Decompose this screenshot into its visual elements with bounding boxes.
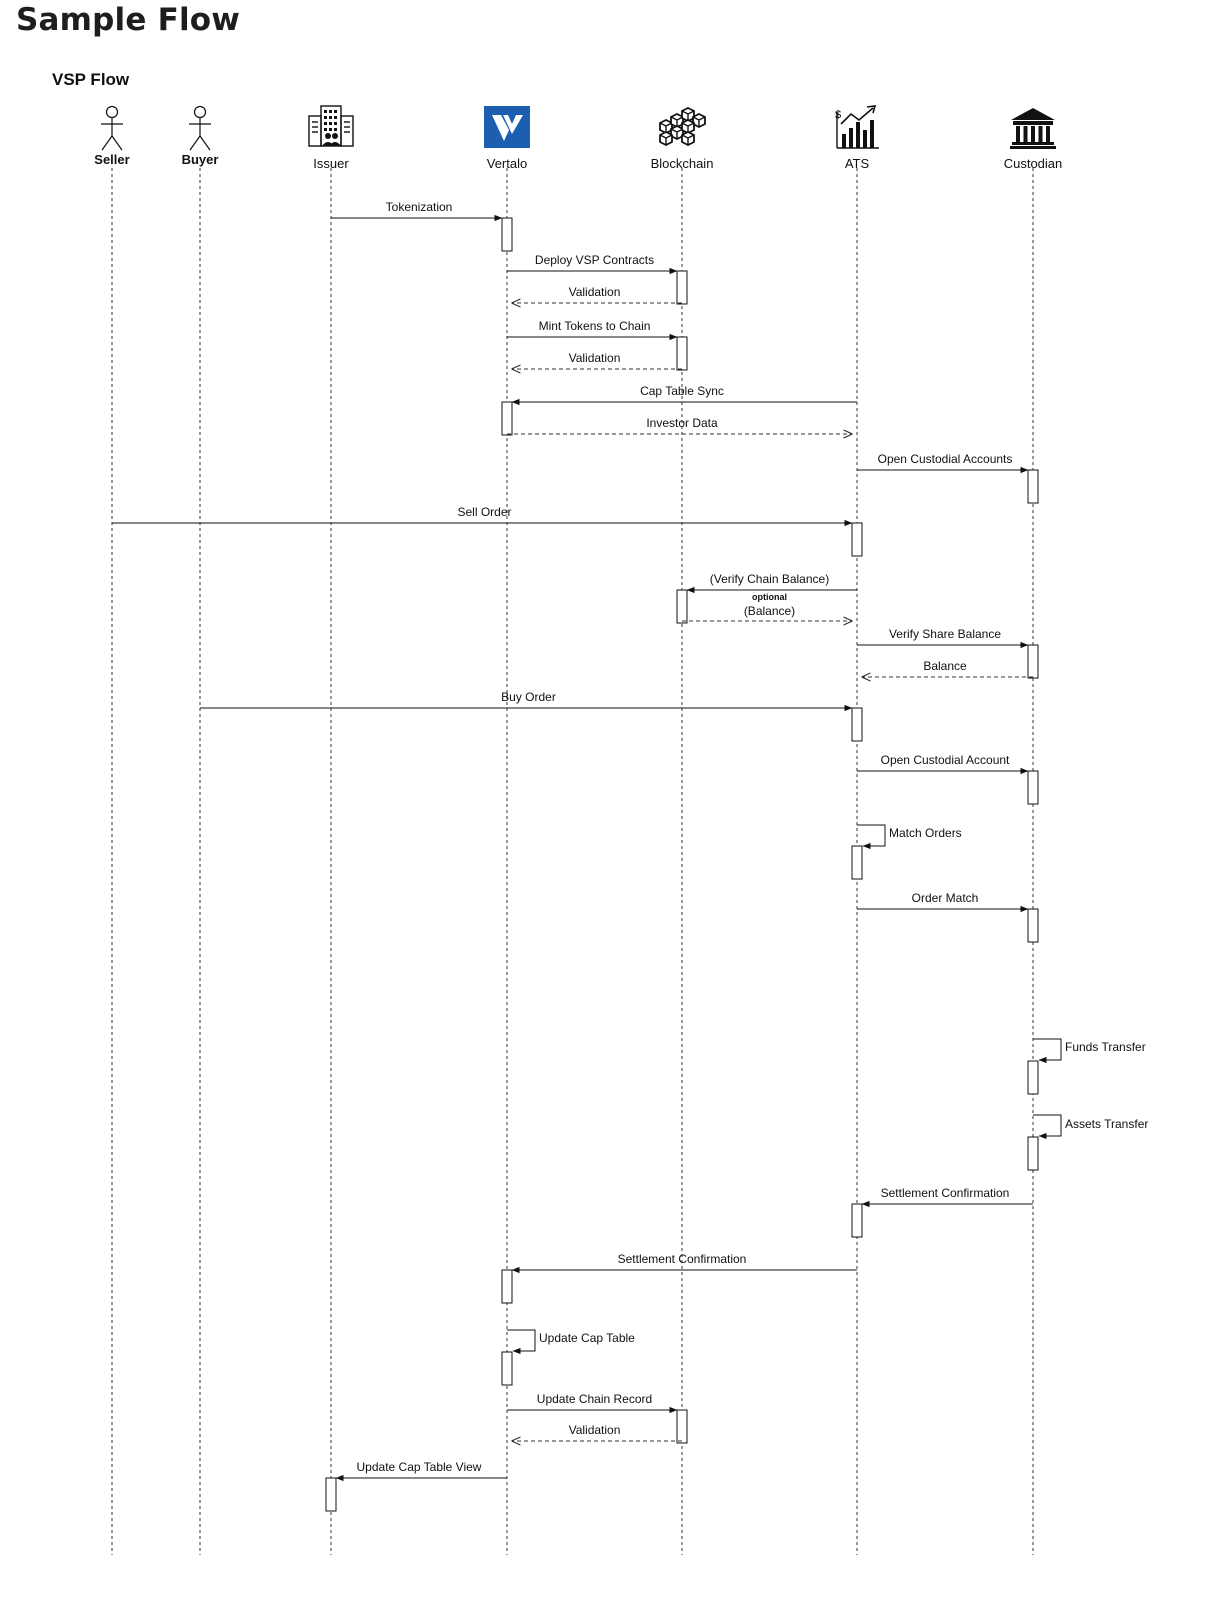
page-title: Sample Flow: [16, 2, 241, 38]
participant-ats: $ ATS: [835, 105, 879, 171]
message-14: Buy Order: [200, 690, 853, 712]
self-message-arrow: [507, 1329, 536, 1355]
message-label: Tokenization: [386, 200, 453, 214]
message-10: (Verify Chain Balance) optional: [686, 572, 857, 602]
message-label: Sell Order: [457, 505, 511, 519]
message-12: Verify Share Balance: [857, 627, 1029, 649]
activation-box: [1027, 469, 1039, 504]
message-16: Match Orders: [857, 824, 962, 850]
message-19: Assets Transfer: [1033, 1114, 1148, 1140]
message-17: Order Match: [857, 891, 1029, 913]
activation-box: [676, 589, 688, 624]
message-label: Update Cap Table View: [357, 1460, 482, 1474]
message-24: Validation: [512, 1423, 682, 1441]
participant-issuer: Issuer: [308, 105, 354, 171]
message-label: Cap Table Sync: [640, 384, 724, 398]
self-message-arrow: [1033, 1114, 1062, 1140]
message-3: Validation: [512, 285, 682, 303]
participant-label-ats: ATS: [845, 156, 870, 171]
message-label: Order Match: [912, 891, 979, 905]
activation-box: [851, 522, 863, 557]
stick-figure-icon: [189, 105, 211, 151]
message-25: Update Cap Table View: [335, 1460, 507, 1482]
message-label: Assets Transfer: [1065, 1117, 1148, 1131]
participant-buyer: Buyer: [182, 105, 219, 167]
message-5: Validation: [512, 351, 682, 369]
message-label: Validation: [569, 351, 621, 365]
participant-label-blockchain: Blockchain: [651, 156, 714, 171]
activation-box: [851, 1203, 863, 1238]
message-label: Open Custodial Account: [881, 753, 1010, 767]
message-note: optional: [752, 592, 787, 602]
message-8: Open Custodial Accounts: [857, 452, 1029, 474]
activation-box: [851, 845, 863, 880]
vertalo-logo-icon: [484, 106, 530, 148]
message-21: Settlement Confirmation: [511, 1252, 857, 1274]
message-22: Update Cap Table: [507, 1329, 635, 1355]
message-label: Verify Share Balance: [889, 627, 1001, 641]
message-label: Validation: [569, 285, 621, 299]
message-label: Balance: [923, 659, 967, 673]
activation-box: [501, 1269, 513, 1304]
participant-blockchain: Blockchain: [651, 106, 714, 171]
activation-box: [1027, 644, 1039, 679]
participant-custodian: Custodian: [1004, 108, 1063, 171]
stock-chart-icon: $: [835, 105, 879, 149]
message-label: Deploy VSP Contracts: [535, 253, 654, 267]
message-4: Mint Tokens to Chain: [507, 319, 678, 341]
activation-box: [1027, 1060, 1039, 1095]
svg-text:$: $: [835, 109, 841, 121]
activation-box: [1027, 908, 1039, 943]
activation-box: [676, 1409, 688, 1444]
message-label: Investor Data: [646, 416, 718, 430]
message-20: Settlement Confirmation: [861, 1186, 1033, 1208]
message-label: Buy Order: [501, 690, 556, 704]
message-label: Open Custodial Accounts: [878, 452, 1013, 466]
message-label: (Verify Chain Balance): [710, 572, 829, 586]
message-1: Tokenization: [331, 200, 503, 222]
activation-box: [851, 707, 863, 742]
participant-label-custodian: Custodian: [1004, 156, 1063, 171]
participant-label-issuer: Issuer: [313, 156, 349, 171]
office-building-icon: [308, 105, 354, 147]
participant-label-seller: Seller: [94, 152, 129, 167]
activation-box: [325, 1477, 337, 1512]
participant-vertalo: Vertalo: [484, 106, 530, 171]
activation-box: [676, 336, 688, 371]
message-label: Mint Tokens to Chain: [539, 319, 651, 333]
message-2: Deploy VSP Contracts: [507, 253, 678, 275]
bank-building-icon: [1010, 108, 1056, 149]
message-6: Cap Table Sync: [511, 384, 857, 406]
message-18: Funds Transfer: [1033, 1038, 1146, 1064]
message-label: Validation: [569, 1423, 621, 1437]
activation-box: [501, 217, 513, 252]
message-13: Balance: [862, 659, 1033, 677]
activation-box: [501, 401, 513, 436]
message-label: Update Cap Table: [539, 1331, 635, 1345]
activation-box: [1027, 1136, 1039, 1171]
blockchain-cubes-icon: [659, 106, 706, 147]
diagram-title: VSP Flow: [52, 70, 130, 89]
message-15: Open Custodial Account: [857, 753, 1029, 775]
message-label: Settlement Confirmation: [881, 1186, 1010, 1200]
activation-box: [1027, 770, 1039, 805]
message-23: Update Chain Record: [507, 1392, 678, 1414]
message-7: Investor Data: [507, 416, 852, 434]
message-label: Settlement Confirmation: [618, 1252, 747, 1266]
message-label: Funds Transfer: [1065, 1040, 1146, 1054]
message-9: Sell Order: [112, 505, 853, 527]
self-message-arrow: [857, 824, 886, 850]
self-message-arrow: [1033, 1038, 1062, 1064]
participant-label-buyer: Buyer: [182, 152, 219, 167]
activation-box: [676, 270, 688, 305]
message-11: (Balance): [682, 604, 852, 621]
message-label: Update Chain Record: [537, 1392, 652, 1406]
participant-seller: Seller: [94, 105, 130, 167]
participant-label-vertalo: Vertalo: [487, 156, 527, 171]
message-label: Match Orders: [889, 826, 962, 840]
activation-box: [501, 1351, 513, 1386]
message-label: (Balance): [744, 604, 795, 618]
stick-figure-icon: [101, 105, 123, 151]
